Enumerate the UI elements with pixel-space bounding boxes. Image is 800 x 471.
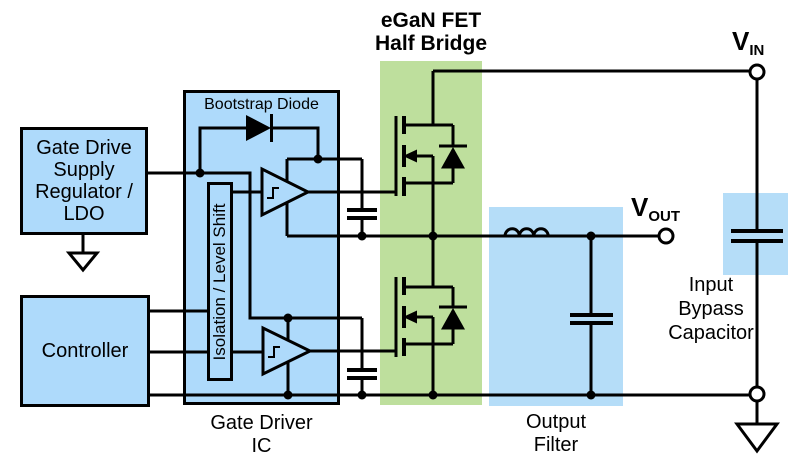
bootstrap-capacitor-symbol: [347, 159, 377, 236]
vout-subscript: OUT: [648, 208, 681, 225]
fet-arrow: [403, 149, 417, 163]
ground-icon-left: [65, 251, 101, 273]
low-side-fet-symbol: [394, 236, 467, 395]
isolation-level-shift-label: Isolation / Level Shift: [210, 203, 229, 361]
isolation-level-shift-box: [207, 182, 233, 381]
gate-drive-supply-label: Gate Drive Supply Regulator / LDO: [35, 137, 133, 225]
ground-icon-right: [734, 422, 780, 454]
vin-label: VIN: [732, 28, 764, 64]
input-bypass-caption: Input Bypass Capacitor: [668, 274, 754, 344]
wire-lowside-supply: [200, 171, 362, 320]
output-filter-caption: Output Filter: [525, 411, 587, 456]
lowside-capacitor-symbol: [347, 318, 377, 395]
half-bridge-title: eGaN FET Half Bridge: [374, 9, 487, 55]
ground-terminal: [748, 385, 766, 403]
input-capacitor-symbol: [731, 229, 783, 243]
gate-driver-caption: Gate Driver IC: [210, 412, 313, 457]
vin-symbol: V: [732, 26, 750, 56]
output-capacitor-symbol: [570, 236, 613, 395]
output-inductor-symbol: [503, 227, 550, 237]
low-side-buffer-symbol: [261, 325, 314, 377]
high-side-fet-symbol: [394, 71, 467, 236]
controller-label: Controller: [41, 340, 129, 362]
vin-subscript: IN: [749, 42, 765, 59]
junction-dots: [195, 154, 596, 400]
body-diode: [439, 287, 467, 344]
bootstrap-diode-label: Bootstrap Diode: [204, 96, 319, 113]
vout-label: VOUT: [631, 194, 680, 230]
controller-block: Controller: [20, 295, 150, 407]
vin-terminal: [748, 63, 766, 81]
fet-arrow: [403, 310, 417, 324]
output-filter-highlight-band: [489, 207, 623, 406]
wire-bootstrap-cathode: [271, 126, 320, 159]
hysteresis-icon: [268, 346, 280, 358]
hysteresis-icon: [267, 187, 279, 199]
vout-symbol: V: [631, 192, 649, 222]
bootstrap-diode-symbol: [246, 114, 273, 142]
wires: [81, 69, 759, 424]
gate-drive-supply-block: Gate Drive Supply Regulator / LDO: [20, 127, 148, 235]
high-side-buffer-symbol: [260, 166, 312, 218]
vout-terminal: [657, 227, 675, 245]
wire-bootstrap-anode: [198, 126, 246, 173]
body-diode: [439, 125, 467, 183]
